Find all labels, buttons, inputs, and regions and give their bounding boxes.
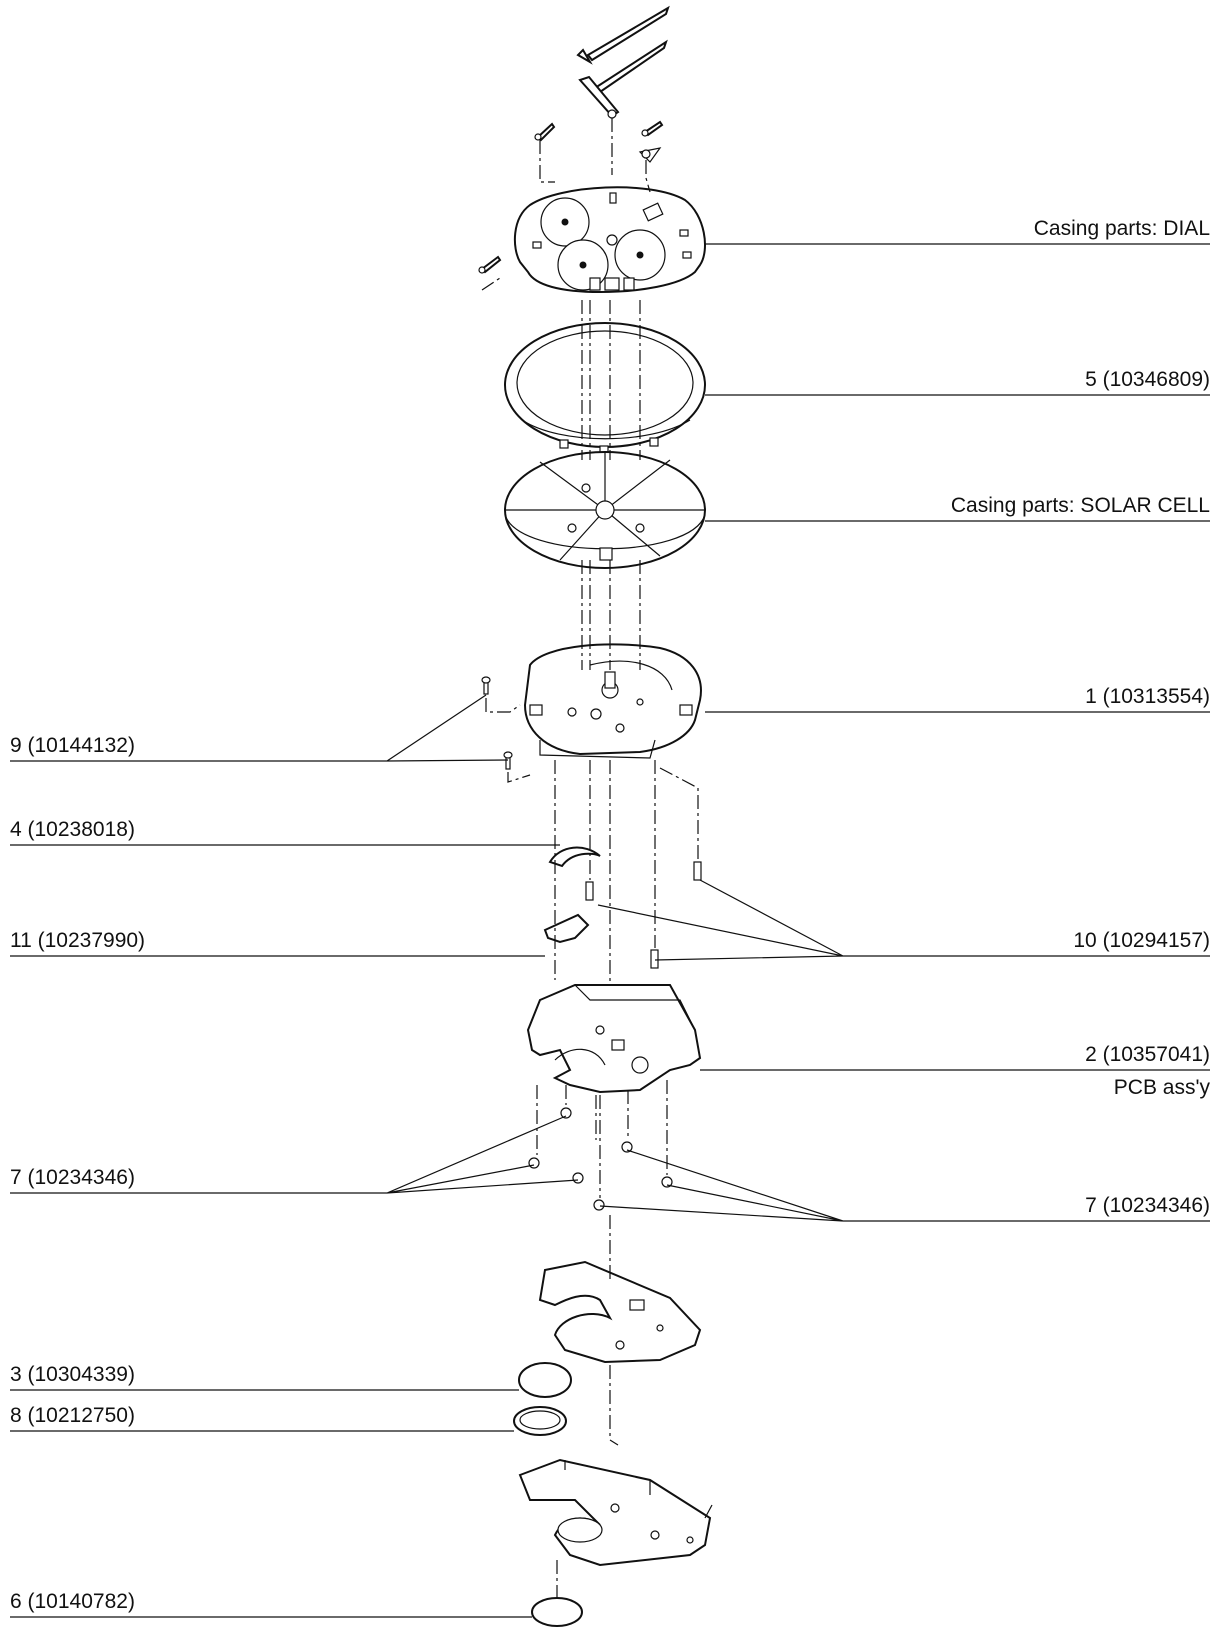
lever-part-11	[543, 913, 590, 944]
screws-part-9	[481, 676, 513, 770]
screws-part-7	[528, 1107, 673, 1211]
springs-part-10	[585, 861, 702, 969]
label-solar-cell: Casing parts: SOLAR CELL	[951, 494, 1210, 517]
pcb-part-2	[526, 984, 702, 1094]
module-part-1	[523, 643, 702, 759]
part-labels: Casing parts: DIAL 5 (10346809) Casing p…	[10, 217, 1210, 1613]
label-part-11: 11 (10237990)	[10, 929, 145, 952]
solar-cell-part	[504, 451, 706, 569]
washer-part-8	[513, 1406, 567, 1436]
plate-part	[538, 1260, 702, 1364]
battery-part-3	[518, 1362, 572, 1398]
small-disc-part-6	[531, 1597, 583, 1627]
ring-part-5	[504, 322, 706, 455]
label-part-3: 3 (10304339)	[10, 1363, 135, 1386]
label-part-9: 9 (10144132)	[10, 734, 135, 757]
label-part-7-left: 7 (10234346)	[10, 1166, 135, 1189]
label-dial: Casing parts: DIAL	[1034, 217, 1210, 240]
label-part-2: 2 (10357041)	[1085, 1043, 1210, 1066]
watch-hands	[478, 5, 670, 274]
label-part-8: 8 (10212750)	[10, 1404, 135, 1427]
label-part-10: 10 (10294157)	[1073, 929, 1210, 952]
label-part-6: 6 (10140782)	[10, 1590, 135, 1613]
leader-lines	[10, 243, 1210, 1618]
label-pcb-assy: PCB ass'y	[1114, 1076, 1211, 1099]
label-part-1: 1 (10313554)	[1085, 685, 1210, 708]
label-part-5: 5 (10346809)	[1085, 368, 1210, 391]
label-part-4: 4 (10238018)	[10, 818, 135, 841]
dial-part	[513, 186, 706, 294]
frame-part	[518, 1458, 713, 1567]
label-part-7-right: 7 (10234346)	[1085, 1194, 1210, 1217]
crescent-part-4	[548, 846, 601, 868]
